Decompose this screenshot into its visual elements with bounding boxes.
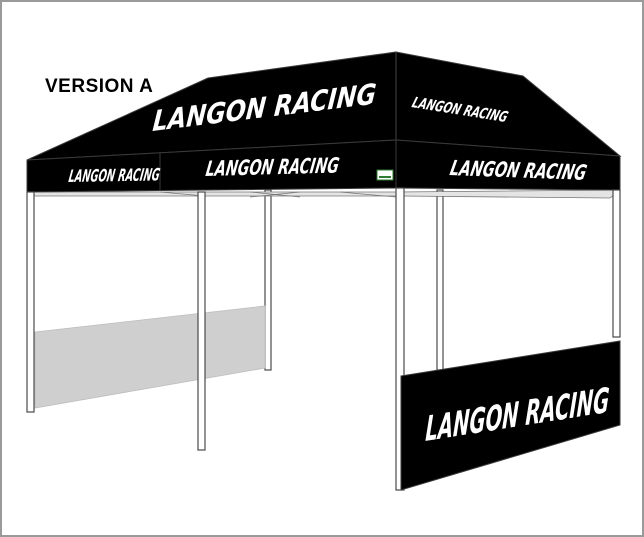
brand-text-valance-center: LANGON RACING [204, 153, 341, 181]
half-wall-banner [400, 340, 621, 491]
pole-back-left [264, 189, 272, 371]
pole-side-right [612, 189, 621, 338]
pole-back-middle [436, 189, 444, 371]
brand-text-valance-side: LANGON RACING [448, 155, 589, 184]
truss-line [249, 191, 301, 198]
version-label: VERSION A [45, 76, 154, 97]
brand-text-valance-left: LANGON RACING [67, 165, 161, 186]
truss-line [339, 191, 397, 198]
pole-front-corner [395, 187, 405, 491]
logo-patch-stripe [379, 176, 391, 178]
side-wall-panel [34, 305, 266, 409]
logo-patch [376, 169, 394, 181]
pole-front-left [26, 191, 35, 413]
pole-front-middle [197, 191, 206, 451]
